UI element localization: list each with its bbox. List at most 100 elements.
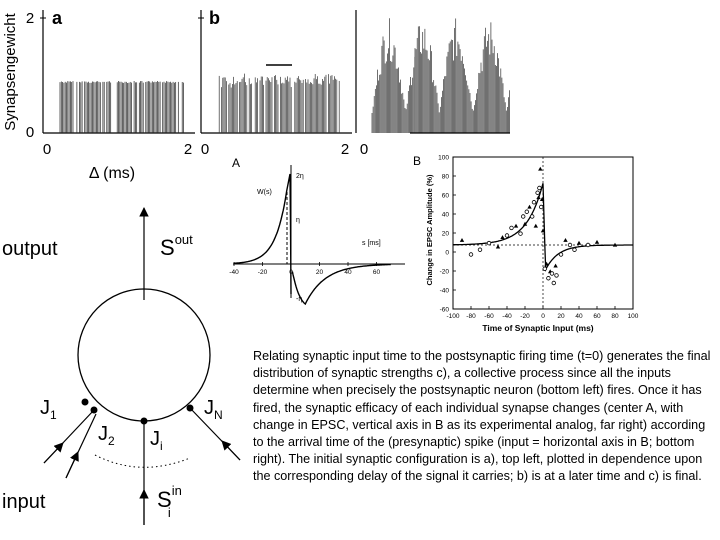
epsc-ytick-label: -20 <box>440 269 450 276</box>
epsc-point-filled <box>594 239 600 244</box>
epsc-point-filled <box>612 242 618 247</box>
epsc-point-filled <box>500 235 505 239</box>
epsc-ytick-label: -40 <box>440 288 450 295</box>
histogram-ylabel: Synapsengewicht <box>2 12 19 130</box>
histogram-ytick-2: 2 <box>26 10 34 27</box>
histogram-panel-c: c <box>355 10 357 133</box>
weight-histograms: Synapsengewicht 2 0 a b c 0 2 0 2 Δ (ms) <box>2 8 357 182</box>
j1-label: J1 <box>40 397 57 422</box>
panel-A-letter: A <box>232 156 240 170</box>
epsc-point-open <box>546 276 551 281</box>
jn-label: JN <box>204 397 223 422</box>
input-fibre-1-arrow <box>43 442 64 464</box>
epsc-point-open <box>509 225 514 231</box>
epsc-point-open <box>530 214 535 219</box>
figure-caption: Relating synaptic input time to the post… <box>253 349 711 484</box>
epsc-ytick-label: -60 <box>440 307 450 314</box>
epsc-fit-curve <box>452 183 633 272</box>
epsc-point-open <box>542 266 547 271</box>
histogram-xtick-a-2: 2 <box>184 141 192 158</box>
epsc-ytick-label: 60 <box>442 193 450 200</box>
epsc-point-filled <box>553 263 558 268</box>
panel-B-letter: B <box>413 154 421 168</box>
stdp-ytick-neg-eta: -η <box>296 296 302 303</box>
epsc-point-open <box>486 240 492 246</box>
neuron-soma <box>77 288 211 422</box>
stdp-ytick-eta: η <box>296 217 300 224</box>
histogram-panel-b: b <box>198 8 352 134</box>
epsc-xtick-label: 0 <box>541 313 545 320</box>
epsc-ytick-label: 100 <box>438 155 449 162</box>
epsc-xtick-label: 80 <box>611 313 619 320</box>
stdp-curve-depression <box>291 263 391 306</box>
histogram-panel-label-a: a <box>52 8 63 28</box>
histogram-ytick-0: 0 <box>26 124 34 141</box>
synapse-j2-dot <box>81 398 89 406</box>
epsc-xtick-label: -40 <box>502 313 512 320</box>
histogram-panel-label-b: b <box>209 8 220 28</box>
epsc-point-filled <box>538 166 543 171</box>
epsc-xtick-label: 100 <box>628 313 639 320</box>
epsc-point-open <box>521 214 526 219</box>
epsc-ytick-label: 80 <box>442 174 450 181</box>
stdp-ytick-2eta: 2η <box>296 173 304 180</box>
epsc-point-open <box>504 233 510 238</box>
epsc-ylabel: Change in EPSC Amplitude (%) <box>425 174 434 285</box>
stdp-axis-label: s [ms] <box>362 240 381 247</box>
epsc-xtick-label: -80 <box>466 313 476 320</box>
histogram-panel-c-right <box>410 18 510 134</box>
stdp-xtick-label: -40 <box>229 269 239 276</box>
epsc-point-filled <box>459 237 465 242</box>
epsc-point-filled <box>576 240 582 245</box>
epsc-point-open <box>558 252 564 257</box>
epsc-xtick-label: -100 <box>446 313 459 320</box>
epsc-ytick-label: 0 <box>445 250 449 257</box>
epsc-point-filled <box>522 221 528 226</box>
epsc-point-filled <box>533 223 538 228</box>
epsc-xtick-label: 40 <box>575 313 583 320</box>
stdp-xtick-label: -20 <box>258 269 268 276</box>
input-label: input <box>2 491 46 513</box>
epsc-xtick-label: 60 <box>593 313 601 320</box>
stdp-xtick-label: 40 <box>344 269 352 276</box>
histogram-xlabel: Δ (ms) <box>89 165 135 182</box>
epsc-point-filled <box>536 195 541 200</box>
epsc-point-open <box>468 252 474 257</box>
stdp-xtick-label: 60 <box>373 269 381 276</box>
epsc-point-open <box>554 273 559 278</box>
histogram-xtick-b-0: 0 <box>201 141 209 158</box>
epsc-point-open <box>537 185 542 191</box>
histogram-xtick-a-0: 0 <box>43 141 51 158</box>
epsc-xtick-label: 20 <box>557 313 565 320</box>
ji-label: Ji <box>150 428 163 453</box>
s-out-symbol: Sout <box>160 232 193 260</box>
epsc-point-open <box>477 247 483 252</box>
dotted-arc <box>94 454 191 468</box>
histogram-xtick-b-2: 2 <box>341 141 349 158</box>
epsc-xtick-label: -20 <box>520 313 530 320</box>
epsc-point-filled <box>495 244 501 249</box>
epsc-point-open <box>549 271 555 276</box>
input-fibre-2-arrow <box>65 451 79 479</box>
epsc-point-open <box>551 280 556 286</box>
epsc-ytick-label: 20 <box>442 231 450 238</box>
epsc-point-open <box>535 190 540 195</box>
epsc-point-open <box>572 247 577 252</box>
epsc-point-open <box>531 200 537 205</box>
epsc-point-open <box>518 231 523 236</box>
epsc-point-filled <box>527 204 532 209</box>
epsc-point-open <box>539 204 544 210</box>
stdp-curve-potentiation <box>233 173 292 295</box>
epsc-scatter-plot: B Change in EPSC Amplitude (%) Time of S… <box>413 154 639 333</box>
histogram-panel-a: a <box>40 8 195 134</box>
histogram-panel-c-area: 0 <box>360 18 415 158</box>
epsc-xtick-label: -60 <box>484 313 494 320</box>
output-label: output <box>2 238 58 260</box>
epsc-point-open <box>524 209 529 214</box>
stdp-xtick-label: 20 <box>316 269 324 276</box>
epsc-point-filled <box>563 237 568 242</box>
epsc-point-filled <box>544 261 549 266</box>
epsc-point-open <box>585 242 591 248</box>
